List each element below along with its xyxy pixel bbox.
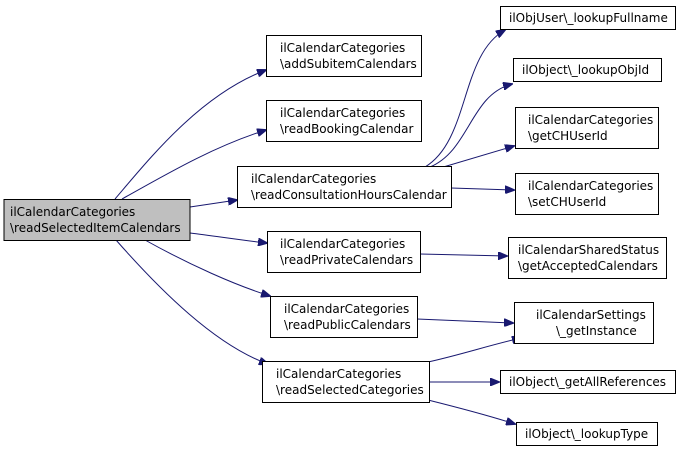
node-read-consultation-line1: ilCalendarCategories	[251, 172, 376, 186]
edge-root-to-read-selected-categories	[115, 239, 268, 364]
node-add-subitem-line1: ilCalendarCategories	[280, 41, 405, 55]
node-add-subitem-calendars[interactable]: ilCalendarCategories \addSubitemCalendar…	[266, 35, 422, 77]
node-set-ch-user-id-line2: \setCHUserId	[528, 195, 606, 209]
edge-public-to-getinstance	[416, 318, 513, 323]
node-get-all-references[interactable]: ilObject\_getAllReferences	[500, 370, 676, 394]
node-lookup-objid-label: ilObject\_lookupObjId	[522, 63, 649, 77]
edge-consultation-to-lookup-objid	[429, 84, 512, 168]
node-read-consultation-hours-calendar[interactable]: ilCalendarCategories \readConsultationHo…	[237, 166, 452, 208]
edge-root-to-read-booking	[121, 130, 266, 200]
edge-root-to-read-private	[189, 232, 267, 243]
edge-selected-to-lookuptype	[427, 399, 515, 424]
node-lookup-type-label: ilObject\_lookupType	[525, 427, 648, 441]
edge-root-to-read-consultation	[189, 200, 237, 208]
edge-selected-to-getinstance	[427, 338, 521, 363]
edge-consultation-to-getchuserid	[439, 146, 514, 169]
node-root[interactable]: ilCalendarCategories \readSelectedItemCa…	[3, 199, 191, 241]
node-read-booking-line2: \readBookingCalendar	[280, 122, 414, 136]
node-read-selected-categories-line2: \readSelectedCategories	[276, 383, 424, 397]
node-get-instance-line1: ilCalendarSettings	[536, 308, 646, 322]
node-get-ch-user-id-line2: \getCHUserId	[528, 129, 608, 143]
node-read-public-line1: ilCalendarCategories	[284, 302, 409, 316]
edge-consultation-to-lookup-fullname	[424, 30, 505, 168]
node-read-booking-calendar[interactable]: ilCalendarCategories \readBookingCalenda…	[266, 100, 422, 142]
edges	[114, 30, 521, 424]
node-read-public-calendars[interactable]: ilCalendarCategories \readPublicCalendar…	[270, 296, 418, 338]
edge-root-to-read-public	[144, 239, 270, 296]
node-read-private-line1: ilCalendarCategories	[280, 237, 405, 251]
node-read-booking-line1: ilCalendarCategories	[280, 106, 405, 120]
node-get-accepted-line1: ilCalendarSharedStatus	[518, 243, 659, 257]
edge-root-to-add-subitem	[114, 70, 266, 200]
node-read-public-line2: \readPublicCalendars	[284, 318, 411, 332]
node-read-private-calendars[interactable]: ilCalendarCategories \readPrivateCalenda…	[267, 231, 421, 273]
edge-consultation-to-setchuserid	[450, 188, 514, 190]
node-lookup-fullname-label: ilObjUser\_lookupFullname	[509, 11, 668, 25]
node-lookup-fullname[interactable]: ilObjUser\_lookupFullname	[500, 6, 676, 30]
node-set-ch-user-id-line1: ilCalendarCategories	[528, 179, 653, 193]
node-read-selected-categories[interactable]: ilCalendarCategories \readSelectedCatego…	[262, 361, 430, 403]
node-get-accepted-line2: \getAcceptedCalendars	[518, 259, 658, 273]
node-get-all-references-label: ilObject\_getAllReferences	[509, 375, 666, 389]
node-get-instance-line2: \_getInstance	[556, 324, 637, 338]
node-root-line1: ilCalendarCategories	[10, 205, 135, 219]
node-get-ch-user-id-line1: ilCalendarCategories	[528, 113, 653, 127]
edge-private-to-getaccepted	[419, 254, 507, 256]
node-set-ch-user-id[interactable]: ilCalendarCategories \setCHUserId	[515, 173, 659, 215]
node-read-consultation-line2: \readConsultationHoursCalendar	[251, 188, 447, 202]
node-get-instance[interactable]: ilCalendarSettings \_getInstance	[514, 302, 654, 344]
node-root-line2: \readSelectedItemCalendars	[10, 221, 181, 235]
node-read-selected-categories-line1: ilCalendarCategories	[276, 367, 401, 381]
node-add-subitem-line2: \addSubitemCalendars	[280, 57, 417, 71]
node-get-ch-user-id[interactable]: ilCalendarCategories \getCHUserId	[515, 107, 659, 149]
node-lookup-objid[interactable]: ilObject\_lookupObjId	[513, 58, 662, 82]
node-lookup-type[interactable]: ilObject\_lookupType	[516, 422, 658, 446]
node-read-private-line2: \readPrivateCalendars	[280, 253, 413, 267]
node-get-accepted-calendars[interactable]: ilCalendarSharedStatus \getAcceptedCalen…	[508, 237, 667, 279]
